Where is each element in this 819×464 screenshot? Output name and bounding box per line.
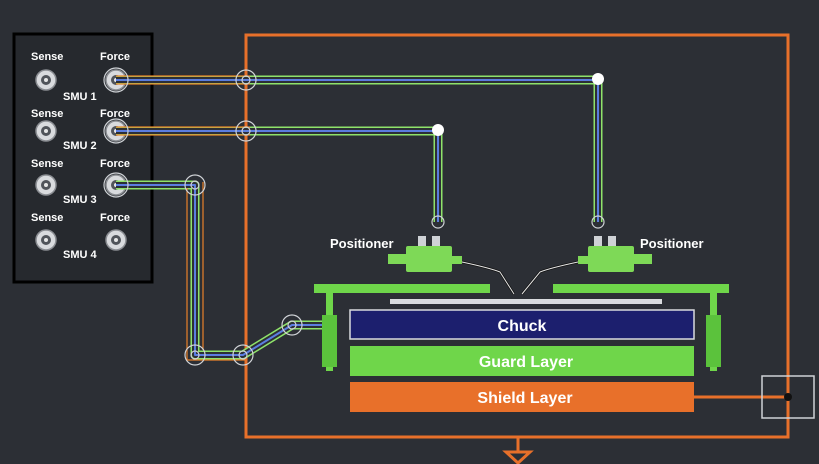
force-label: Force	[100, 51, 130, 63]
smu-name: SMU 2	[63, 140, 97, 152]
positioner-right	[521, 236, 652, 295]
force-label: Force	[100, 158, 130, 170]
force-label: Force	[100, 212, 130, 224]
shield-label: Shield Layer	[477, 390, 572, 407]
cable-junction-icon	[784, 393, 792, 401]
force-label: Force	[100, 108, 130, 120]
smu-name: SMU 3	[63, 194, 97, 206]
cable-smu1	[116, 75, 603, 222]
cable-bend-node	[432, 124, 444, 136]
smu-row-2: Sense Force SMU 2	[31, 108, 130, 152]
sense-label: Sense	[31, 108, 63, 120]
chuck-layer	[349, 309, 695, 340]
positioner-left	[388, 236, 516, 295]
bnc-connector-icon	[35, 229, 57, 251]
shield-layer	[350, 382, 694, 412]
smu-row-4: Sense Force SMU 4	[31, 212, 130, 261]
positioner-left-label: Positioner	[330, 236, 394, 251]
bnc-connector-icon	[35, 120, 57, 142]
guard-platform	[314, 284, 729, 371]
wafer	[390, 299, 662, 304]
smu-row-3: Sense Force SMU 3	[31, 158, 130, 206]
bnc-connector-icon	[35, 174, 57, 196]
smu-name: SMU 4	[63, 249, 98, 261]
ground-junction-box	[761, 375, 815, 419]
chuck-label: Chuck	[498, 318, 547, 335]
ground-symbol-icon	[502, 437, 534, 464]
cable-bend-node	[592, 73, 604, 85]
smu-row-1: Sense Force SMU 1	[31, 51, 130, 103]
cable-smu3	[116, 180, 325, 361]
sense-label: Sense	[31, 51, 63, 63]
cable-smu2	[116, 126, 443, 222]
enclosure-box	[244, 33, 790, 439]
cable-ring	[103, 67, 605, 366]
sense-label: Sense	[31, 212, 63, 224]
bnc-connector-icon	[105, 229, 127, 251]
guard-label: Guard Layer	[479, 354, 573, 371]
smu-name: SMU 1	[63, 91, 97, 103]
guard-layer	[350, 346, 694, 376]
positioner-right-label: Positioner	[640, 236, 704, 251]
bnc-connector-icon	[35, 69, 57, 91]
sense-label: Sense	[31, 158, 63, 170]
